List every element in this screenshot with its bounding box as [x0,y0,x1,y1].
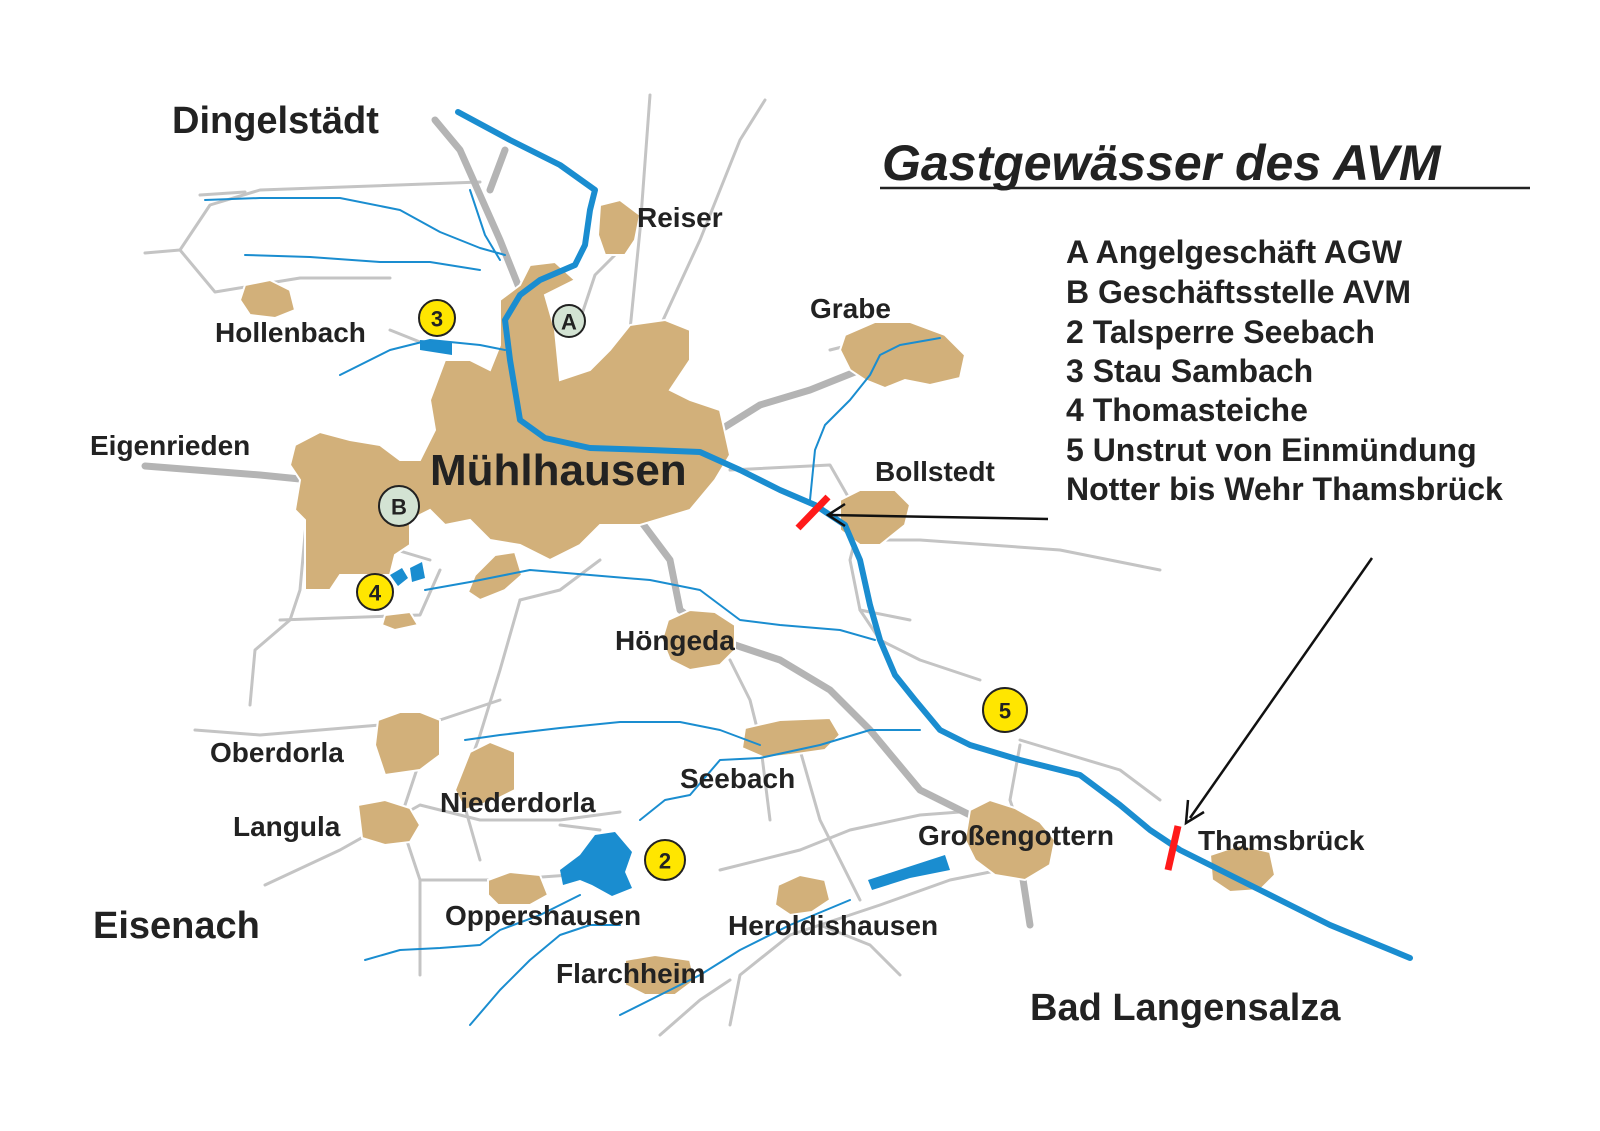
label-oppershausen: Oppershausen [445,900,641,931]
label-niederdorla: Niederdorla [440,787,596,818]
label-dingelstaedt: Dingelstädt [172,100,379,142]
marker-A: A [552,304,586,338]
legend-item: A Angelgeschäft AGW [1066,234,1403,270]
marker-4: 4 [356,573,394,611]
talsperre-seebach [560,832,632,896]
label-seebach: Seebach [680,763,795,794]
secondary-roads [143,93,1162,1037]
stau-sambach [420,340,452,355]
legend-item: 4 Thomasteiche [1066,392,1308,428]
marker-2: 2 [644,839,686,881]
weir-bollstedt [795,494,831,531]
weir-thamsbrueck [1164,825,1182,871]
svg-text:3: 3 [431,307,443,332]
water-bodies [390,340,950,896]
label-flarchheim: Flarchheim [556,958,705,989]
label-eigenrieden: Eigenrieden [90,430,250,461]
label-hoengeda: Höngeda [615,625,735,656]
legend-item: 2 Talsperre Seebach [1066,314,1375,350]
label-bollstedt: Bollstedt [875,456,995,487]
svg-text:2: 2 [659,849,671,874]
label-hollenbach: Hollenbach [215,317,366,348]
label-muehlhausen: Mühlhausen [430,446,687,495]
marker-3: 3 [418,299,456,337]
pointer-arrows [825,502,1374,826]
label-reiser: Reiser [637,202,723,233]
unstrut-river [455,109,1413,961]
svg-text:B: B [391,495,407,520]
label-oberdorla: Oberdorla [210,737,344,768]
label-heroldishausen: Heroldishausen [728,910,938,941]
svg-text:A: A [561,310,577,335]
map-title: Gastgewässer des AVM [882,135,1442,191]
place-labels: Dingelstädt Reiser Grabe Hollenbach Eige… [90,100,1365,1029]
rivers [204,109,1413,1026]
legend-item: 5 Unstrut von Einmündung [1066,432,1477,468]
svg-text:4: 4 [369,581,382,606]
label-grossengottern: Großengottern [918,820,1114,851]
legend-item: B Geschäftsstelle AVM [1066,274,1411,310]
label-langula: Langula [233,811,341,842]
label-eisenach: Eisenach [93,905,260,947]
label-bad-langensalza: Bad Langensalza [1030,987,1341,1029]
legend-item: Notter bis Wehr Thamsbrück [1066,471,1503,507]
label-grabe: Grabe [810,293,891,324]
label-thamsbrueck: Thamsbrück [1198,825,1365,856]
svg-text:5: 5 [999,699,1011,724]
legend-item: 3 Stau Sambach [1066,353,1313,389]
legend: A Angelgeschäft AGW B Geschäftsstelle AV… [1066,234,1503,507]
thomasteiche [390,562,425,586]
marker-B: B [378,485,420,527]
marker-5: 5 [982,687,1028,733]
